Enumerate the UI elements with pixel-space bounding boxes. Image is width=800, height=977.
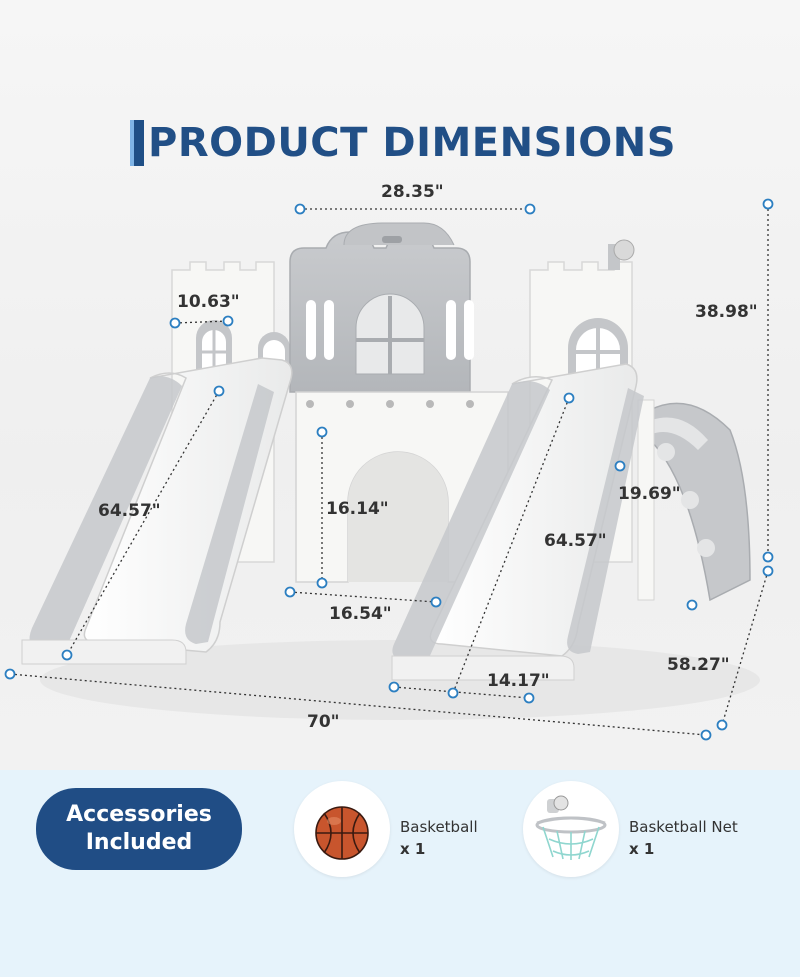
dim-right-slide-length: 64.57": [544, 531, 607, 551]
playset-illustration: [4, 198, 774, 741]
basketball-net-qty: x 1: [629, 840, 655, 858]
accessories-heading-line2: Included: [85, 830, 193, 855]
dim-arch-width: 16.54": [329, 604, 392, 624]
climber: [637, 399, 751, 602]
page-title: PRODUCT DIMENSIONS: [148, 120, 677, 166]
accessories-band: Accessories Included Basketball x 1 Bask…: [0, 770, 800, 977]
dim-total-width: 70": [307, 712, 340, 732]
center-castle-wall: [289, 222, 474, 393]
product-dimensions-panel: PRODUCT DIMENSIONS: [0, 0, 800, 770]
dim-depth: 58.27": [667, 655, 730, 675]
basketball-thumbnail: [294, 781, 390, 877]
dim-left-slide-length: 64.57": [98, 501, 161, 521]
basketball-net-label: Basketball Net x 1: [629, 816, 738, 860]
basketball-qty: x 1: [400, 840, 426, 858]
title-block: PRODUCT DIMENSIONS: [130, 118, 676, 168]
dimension-lines: [9, 204, 769, 736]
dim-height: 38.98": [695, 302, 758, 322]
basketball-net-name: Basketball Net: [629, 818, 738, 836]
basketball-icon: [315, 806, 369, 860]
dim-top-width: 28.35": [381, 182, 444, 202]
title-accent-bar: [130, 120, 144, 166]
basketball-net-icon: [535, 795, 607, 860]
basketball-label: Basketball x 1: [400, 816, 478, 860]
dim-arch-height: 16.14": [326, 499, 389, 519]
accessories-heading-line1: Accessories: [66, 802, 212, 827]
dim-tower-width: 10.63": [177, 292, 240, 312]
basketball-net-thumbnail: [523, 781, 619, 877]
dimension-points: [4, 198, 774, 741]
dim-climber-width: 19.69": [618, 484, 681, 504]
left-slide: [21, 357, 293, 665]
right-slide: [391, 363, 644, 681]
dim-slide-width: 14.17": [487, 671, 550, 691]
accessories-included-badge: Accessories Included: [36, 788, 242, 870]
basketball-name: Basketball: [400, 818, 478, 836]
